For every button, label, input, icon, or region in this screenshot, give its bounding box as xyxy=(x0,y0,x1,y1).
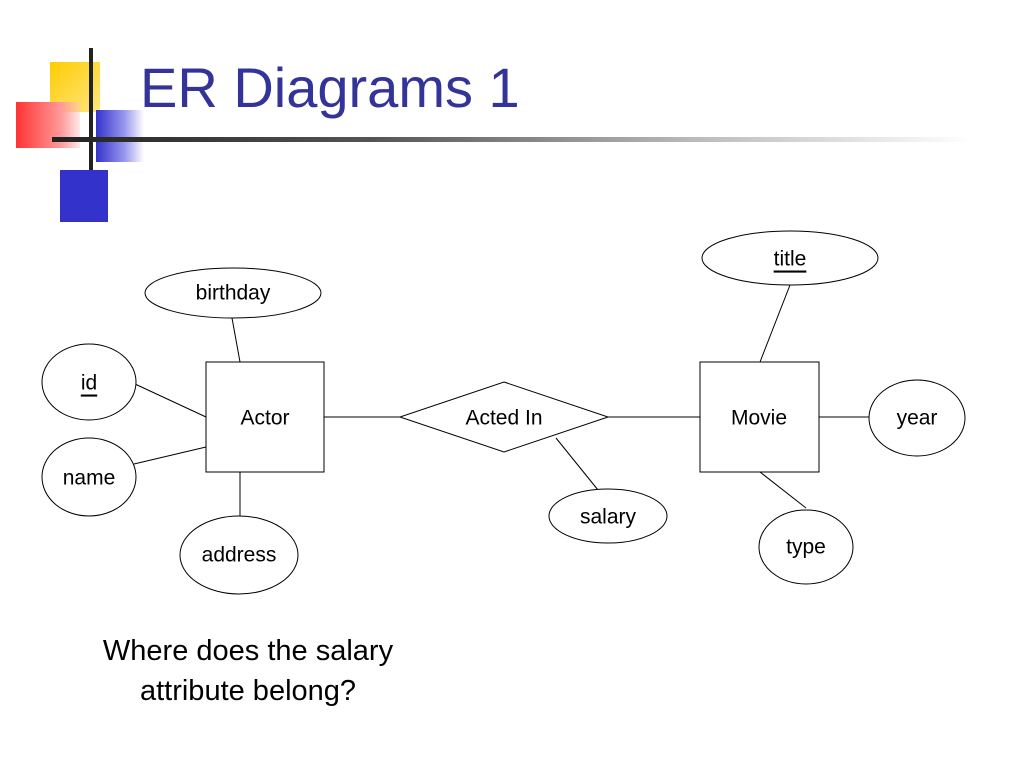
attribute-birthday xyxy=(144,267,322,319)
attribute-salary-label: salary xyxy=(580,506,637,529)
connector-actor-name xyxy=(133,446,207,465)
deco-vertical-line xyxy=(89,48,93,170)
attribute-birthday-label: birthday xyxy=(196,282,271,305)
entity-actor-label: Actor xyxy=(240,407,289,430)
slide-title: ER Diagrams 1 xyxy=(140,56,520,119)
entity-movie xyxy=(699,361,820,473)
attribute-name xyxy=(41,437,137,517)
question-text: Where does the salary attribute belong? xyxy=(102,635,394,707)
relationship-acted-in-label: Acted In xyxy=(465,407,542,430)
attribute-type-label: type xyxy=(786,536,826,559)
attribute-type xyxy=(758,509,854,585)
attribute-address xyxy=(179,515,299,595)
attribute-id-label: id xyxy=(81,372,97,395)
attribute-year xyxy=(868,379,966,457)
attribute-year-label: year xyxy=(897,407,938,430)
entity-movie-label: Movie xyxy=(731,407,787,430)
attribute-title xyxy=(701,230,879,286)
deco-blue-square xyxy=(60,170,108,222)
attribute-address-label: address xyxy=(202,544,277,567)
attribute-salary xyxy=(548,488,668,544)
connector-movie-title xyxy=(759,284,791,363)
entity-actor xyxy=(205,361,325,473)
connector-actor-birthday xyxy=(231,317,241,363)
title-underline xyxy=(52,137,972,142)
attribute-name-label: name xyxy=(63,467,116,490)
relationship-acted-in xyxy=(398,381,610,453)
attribute-title-label: title xyxy=(774,248,807,271)
connector-actedin-salary xyxy=(555,437,599,491)
deco-blue-gradient xyxy=(96,110,144,162)
attribute-id xyxy=(41,343,137,421)
connector-movie-type xyxy=(759,471,807,509)
connector-actor-id xyxy=(134,383,207,418)
